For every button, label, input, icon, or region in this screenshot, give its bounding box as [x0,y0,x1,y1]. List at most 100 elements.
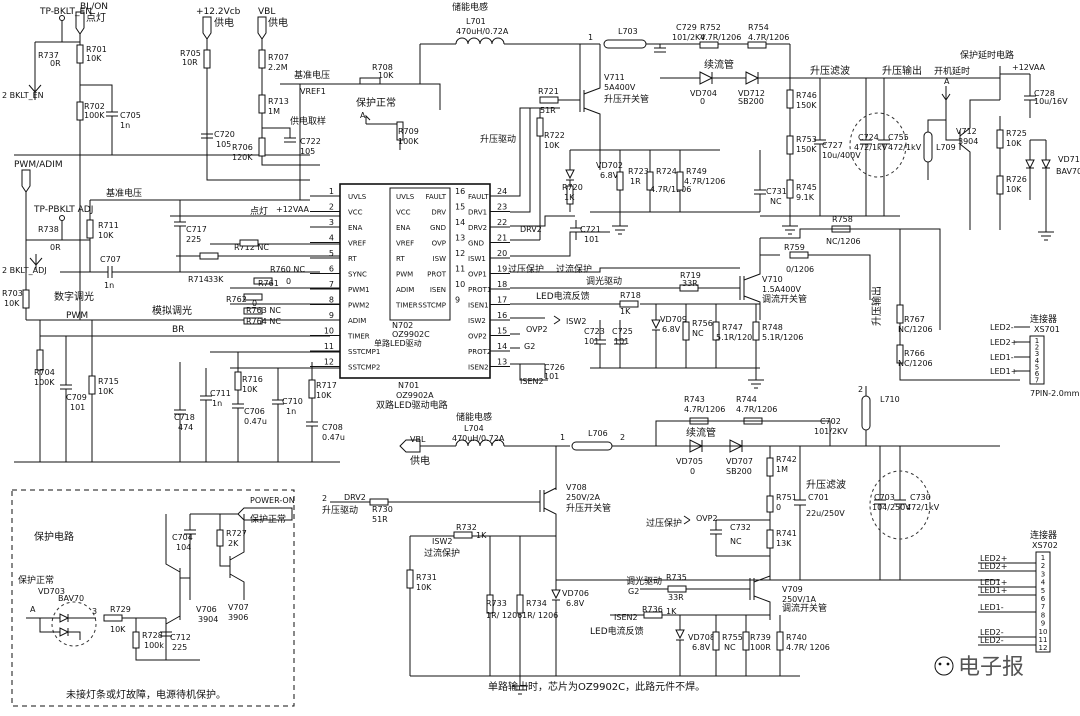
inductor-l710 [861,395,871,431]
connector-led-label: LED2+ [980,554,1007,563]
connector-xs702: 连接器 XS702 123456789101112LED2+LED2+LED1+… [978,529,1058,653]
ic-pin-name: GND [468,240,484,248]
svg-text:472/1kV: 472/1kV [906,503,940,512]
svg-text:1K: 1K [564,193,575,202]
ic-pin-name: VCC [348,209,363,217]
svg-text:1R: 1R [630,177,641,186]
svg-text:R701: R701 [86,45,107,54]
svg-text:单路LED驱动: 单路LED驱动 [374,338,422,348]
svg-text:225: 225 [186,235,201,244]
svg-text:101: 101 [70,403,85,412]
svg-text:101/2KV: 101/2KV [814,427,848,436]
svg-text:R705: R705 [180,49,201,58]
svg-text:51R: 51R [540,106,556,115]
svg-text:L710: L710 [880,395,900,404]
svg-text:4.7R/1206: 4.7R/1206 [748,33,789,42]
svg-text:C729: C729 [676,23,697,32]
svg-text:L704: L704 [464,424,484,433]
ic-pin-number: 18 [497,280,507,289]
svg-text:474: 474 [178,423,193,432]
svg-text:R737: R737 [38,51,59,60]
svg-text:10K: 10K [242,385,258,394]
connector-led-label: LED2- [980,628,1004,637]
svg-text:V708: V708 [566,483,587,492]
svg-text:C707: C707 [100,255,121,264]
svg-text:R767: R767 [904,315,925,324]
svg-text:VD703: VD703 [38,587,65,596]
ic-pin-number: 17 [497,296,507,305]
svg-text:R740: R740 [786,633,807,642]
ic-outer-box [339,183,491,379]
protect-circuit-note: 未接灯条或灯故障，电源待机保护。 [66,688,226,701]
svg-text:1M: 1M [776,465,788,474]
ic-pin-number: 9 [329,311,334,320]
ic-inner-pin-name: UVLS [396,193,415,201]
svg-text:V706: V706 [196,605,217,614]
svg-text:V709: V709 [782,585,803,594]
ic-pin-number: 16 [497,311,507,320]
svg-text:NC: NC [692,329,704,338]
svg-text:供电: 供电 [410,454,430,467]
ic-inner-pin-name: ISW [433,255,447,263]
svg-text:R713: R713 [268,97,289,106]
svg-text:250V/2A: 250V/2A [566,493,601,502]
svg-text:NC: NC [730,537,742,546]
svg-text:4.7R/1206: 4.7R/1206 [684,405,725,414]
svg-text:22u/250V: 22u/250V [806,509,845,518]
pin-2-drv2: 2 [322,494,327,503]
svg-text:105: 105 [216,140,231,149]
svg-text:105: 105 [300,147,315,156]
svg-text:NC/1206: NC/1206 [898,325,933,334]
svg-text:10K: 10K [98,387,114,396]
ic-pin-name: PROT2 [468,348,491,356]
ic-pin-number: 14 [497,342,507,351]
svg-text:6.8V: 6.8V [692,643,711,652]
svg-text:NC: NC [770,197,782,206]
highlight-ellipse-c730 [869,470,931,540]
ic-pin-name: PROT1 [468,286,491,294]
svg-text:4.7R/1206: 4.7R/1206 [650,185,691,194]
svg-text:R718: R718 [620,291,641,300]
svg-text:R756: R756 [692,319,713,328]
ic-inner-pin-name: PWM [396,271,413,279]
svg-text:ISW2: ISW2 [566,317,586,326]
bl-on-label: BL/ON [80,2,108,12]
connector-pin-number: 6 [1041,595,1046,603]
svg-text:1n: 1n [286,407,296,416]
svg-text:100K: 100K [84,111,105,120]
svg-text:C727: C727 [822,141,843,150]
svg-text:10K: 10K [4,299,20,308]
ic-pin-number: 13 [497,358,507,367]
svg-text:101: 101 [584,337,599,346]
svg-text:1n: 1n [120,121,130,130]
svg-text:R751: R751 [776,493,797,502]
svg-text:C711: C711 [210,389,231,398]
svg-text:10R: 10R [182,58,198,67]
svg-text:1n: 1n [104,281,114,290]
connector-pin-number: 12 [1039,644,1048,652]
ic-pin-name: ENA [348,224,363,232]
connector-pin-number: 2 [1041,562,1045,570]
svg-text:LED电流反馈: LED电流反馈 [590,625,644,637]
svg-text:R711: R711 [98,221,119,230]
svg-text:XS702: XS702 [1032,541,1058,550]
connector-pin-number: 10 [1039,628,1048,636]
svg-text:10K: 10K [1006,139,1022,148]
ic-pin-name: OVP2 [468,333,487,341]
svg-text:6.8V: 6.8V [566,599,585,608]
svg-text:5.1R/1206: 5.1R/1206 [762,333,803,342]
svg-text:C724: C724 [858,133,879,142]
svg-text:R727: R727 [226,529,247,538]
svg-text:R739: R739 [750,633,771,642]
ic-inner-pin-name: ISEN [430,286,446,294]
svg-text:R734: R734 [526,599,547,608]
svg-text:1.5A400V: 1.5A400V [762,285,801,294]
svg-text:R733: R733 [486,599,507,608]
svg-text:R754: R754 [748,23,769,32]
pwm-adim-input: PWM/ADIM TP-PBKLT ADJ R738 0R 2 BKLT_ADJ… [2,160,340,463]
ic-pin-number: 7 [329,280,334,289]
dimmer-stage-1: R719 33R V710 1.5A400V 调流开关管 R718 1K C72… [584,215,1020,389]
inductor-l709 [923,131,933,163]
svg-text:R758: R758 [832,215,853,224]
ic-pin-number: 10 [324,327,334,336]
